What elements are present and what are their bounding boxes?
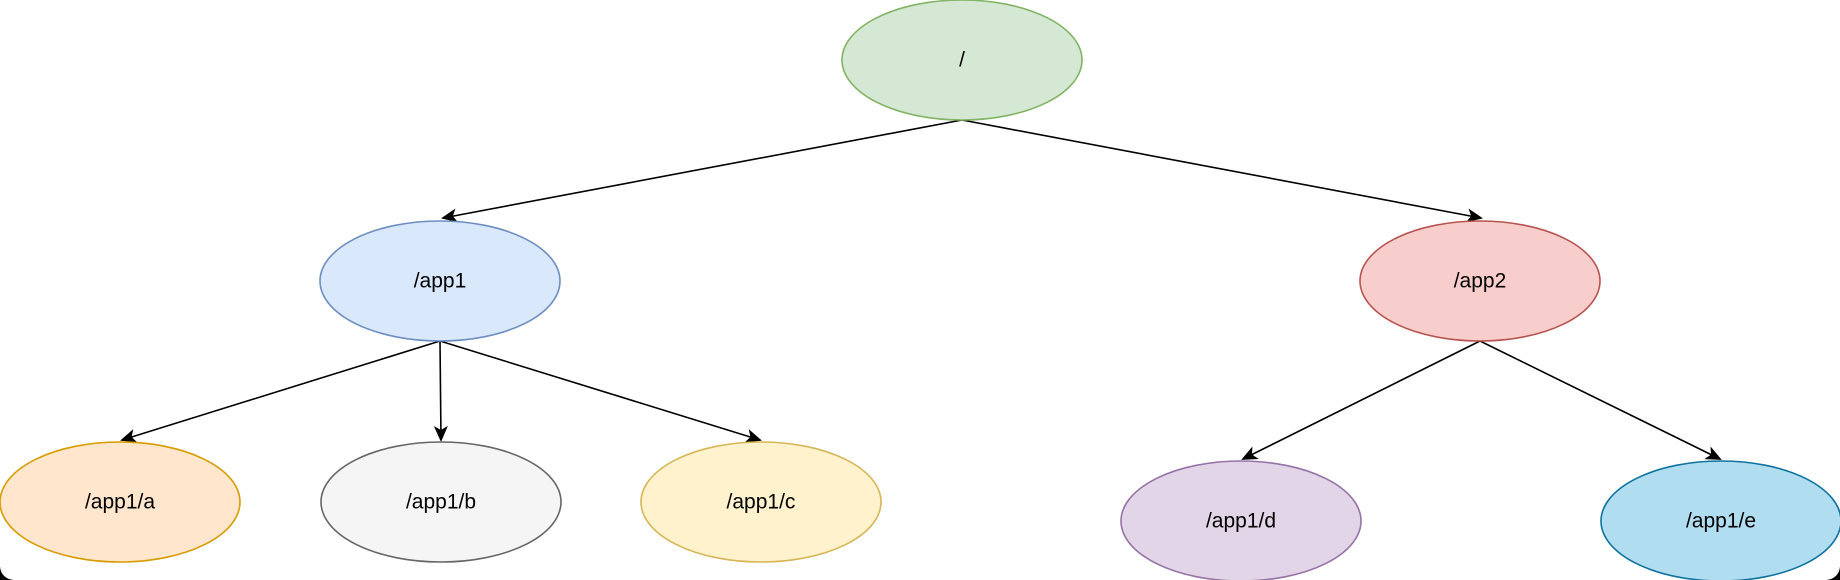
node-app2: /app2 [1359, 220, 1601, 342]
node-app1e: /app1/e [1600, 460, 1840, 580]
node-app1: /app1 [319, 220, 561, 342]
node-label-root: / [959, 49, 965, 72]
node-ellipse-app2 [1359, 220, 1601, 342]
node-label-app1: /app1 [414, 270, 467, 293]
node-label-app1b: /app1/b [406, 491, 476, 514]
edge-root-to-app1 [441, 119, 963, 223]
node-ellipse-app1a [0, 441, 241, 563]
node-label-app1e: /app1/e [1686, 510, 1756, 533]
edge-app1-to-app1a [120, 340, 441, 443]
edge-app1-to-app1c [439, 340, 762, 443]
node-app1c: /app1/c [640, 441, 882, 563]
node-root: / [841, 0, 1083, 121]
edge-app1-to-app1b [433, 340, 448, 442]
node-ellipse-app1b [320, 441, 562, 563]
node-label-app1c: /app1/c [727, 491, 796, 514]
edge-root-to-app2 [961, 119, 1483, 223]
node-app1d: /app1/d [1120, 460, 1362, 580]
node-app1a: /app1/a [0, 441, 241, 563]
node-label-app1d: /app1/d [1206, 510, 1276, 533]
edges-layer [120, 119, 1722, 460]
node-ellipse-app1e [1600, 460, 1840, 580]
edge-app2-to-app1d [1241, 340, 1481, 460]
node-ellipse-app1 [319, 220, 561, 342]
edge-app2-to-app1e [1479, 340, 1722, 460]
node-label-app1a: /app1/a [85, 491, 155, 514]
node-ellipse-root [841, 0, 1083, 121]
node-ellipse-app1d [1120, 460, 1362, 580]
node-label-app2: /app2 [1454, 270, 1507, 293]
node-ellipse-app1c [640, 441, 882, 563]
node-app1b: /app1/b [320, 441, 562, 563]
